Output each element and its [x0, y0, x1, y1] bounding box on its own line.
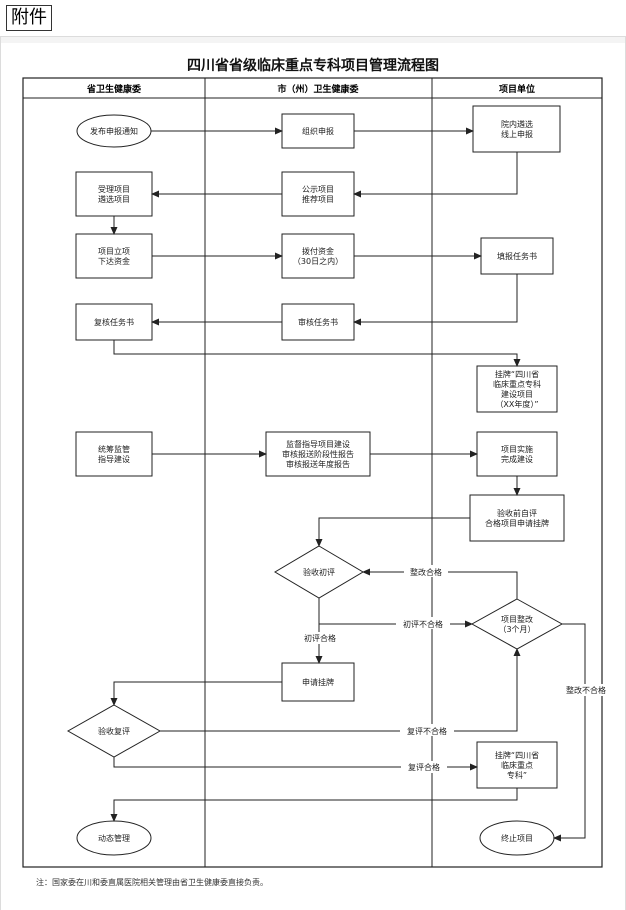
node-n7-label-line: （30日之内） [293, 256, 343, 266]
node-n11-label-line: 临床重点专科 [493, 379, 541, 389]
edge-label-initial-fail: 初评不合格 [403, 619, 443, 629]
node-n21-label-line: 动态管理 [98, 833, 130, 843]
lane-header-province: 省卫生健康委 [86, 83, 142, 95]
node-n5-label-line: 遴选项目 [98, 194, 130, 204]
edge-n17-n22 [553, 623, 586, 842]
node-n9 [281, 303, 355, 341]
node-n17-label-line: 项目整改 [501, 614, 533, 624]
node-n6 [75, 233, 153, 279]
node-n11 [476, 365, 558, 413]
node-n5 [75, 171, 153, 217]
node-n12-label-line: 指导建设 [98, 454, 130, 464]
edge-n15-n16 [315, 517, 470, 547]
edge-label-review-fail: 复评不合格 [407, 726, 447, 736]
node-n9-label-line: 审核任务书 [298, 317, 338, 327]
node-n4 [281, 171, 355, 217]
node-n12-label-line: 统筹监管 [98, 444, 130, 454]
page-edge-left [0, 37, 1, 910]
node-n16-label-line: 验收初评 [303, 567, 335, 577]
edge-n20-n21 [110, 788, 518, 822]
node-n14 [476, 431, 558, 477]
node-n10-label-line: 复核任务书 [94, 317, 134, 327]
page-divider [0, 36, 626, 37]
node-n11-label-line: 建设项目 [501, 389, 533, 399]
edge-n18-n19 [110, 681, 282, 706]
node-n6-label-line: 项目立项 [98, 246, 130, 256]
node-n20-label-line: 挂牌“四川省 [495, 750, 539, 760]
edge-n19-n20 [113, 757, 478, 771]
node-n3-label-line: 院内遴选 [501, 119, 533, 129]
node-n14-label-line: 完成建设 [501, 454, 533, 464]
node-n15-label-line: 合格项目申请挂牌 [485, 518, 549, 528]
node-n5-label-line: 受理项目 [98, 184, 130, 194]
node-n19-label-line: 验收复评 [98, 726, 130, 736]
node-n6-label-line: 下达资金 [98, 256, 130, 266]
node-n17-label-line: （3个月） [498, 625, 535, 634]
node-n7-label-line: 拨付资金 [302, 246, 334, 256]
node-n20-label-line: 专科” [507, 770, 527, 780]
node-n11-label-line: （XX年度）” [495, 399, 538, 409]
attachment-label: 附件 [6, 5, 52, 31]
lane-header-city: 市（州）卫生健康委 [277, 83, 359, 95]
node-n8-label-line: 填报任务书 [497, 251, 537, 261]
node-n3-label-line: 线上申报 [501, 129, 533, 139]
node-n12 [75, 431, 153, 477]
node-n20 [476, 741, 558, 789]
node-n11-label-line: 挂牌“四川省 [495, 369, 539, 379]
node-n1-label-line: 发布申报通知 [90, 126, 138, 136]
page-shade [0, 37, 626, 43]
node-n3 [472, 105, 561, 153]
node-n2-label-line: 组织申报 [302, 126, 334, 136]
node-n8 [480, 237, 554, 275]
node-n15 [469, 494, 565, 542]
node-n4-label-line: 推荐项目 [302, 194, 334, 204]
edge-n8-n9 [353, 274, 518, 326]
node-n18-label-line: 申请挂牌 [302, 677, 334, 687]
edge-n19-n17 [160, 648, 521, 732]
node-n4-label-line: 公示项目 [302, 185, 334, 194]
edge-label-initial-pass: 初评合格 [304, 633, 336, 643]
node-n7 [281, 233, 355, 279]
node-n10 [75, 303, 153, 341]
lane-header-project-unit: 项目单位 [499, 83, 535, 95]
node-n13-label-line: 审核报送阶段性报告 [282, 449, 354, 459]
node-n13 [265, 431, 371, 477]
edge-n10-n11 [113, 340, 521, 367]
edge-label-rectify-fail: 整改不合格 [566, 685, 606, 695]
diagram-title: 四川省省级临床重点专科项目管理流程图 [187, 57, 439, 74]
node-n20-label-line: 临床重点 [501, 760, 533, 770]
node-n17 [470, 598, 564, 650]
node-n13-label-line: 审核报送年度报告 [286, 459, 350, 469]
edge-n3-n4 [353, 152, 518, 198]
node-n13-label-line: 监督指导项目建设 [286, 439, 350, 449]
node-n15-label-line: 验收前自评 [497, 508, 537, 518]
edge-label-rectify-pass: 整改合格 [410, 567, 442, 577]
node-n22-label-line: 终止项目 [501, 833, 533, 843]
footnote: 注：国家委在川和委直属医院相关管理由省卫生健康委直接负责。 [36, 878, 268, 887]
edge-label-review-pass: 复评合格 [408, 762, 440, 772]
node-n14-label-line: 项目实施 [501, 444, 533, 454]
node-n18 [281, 662, 355, 702]
